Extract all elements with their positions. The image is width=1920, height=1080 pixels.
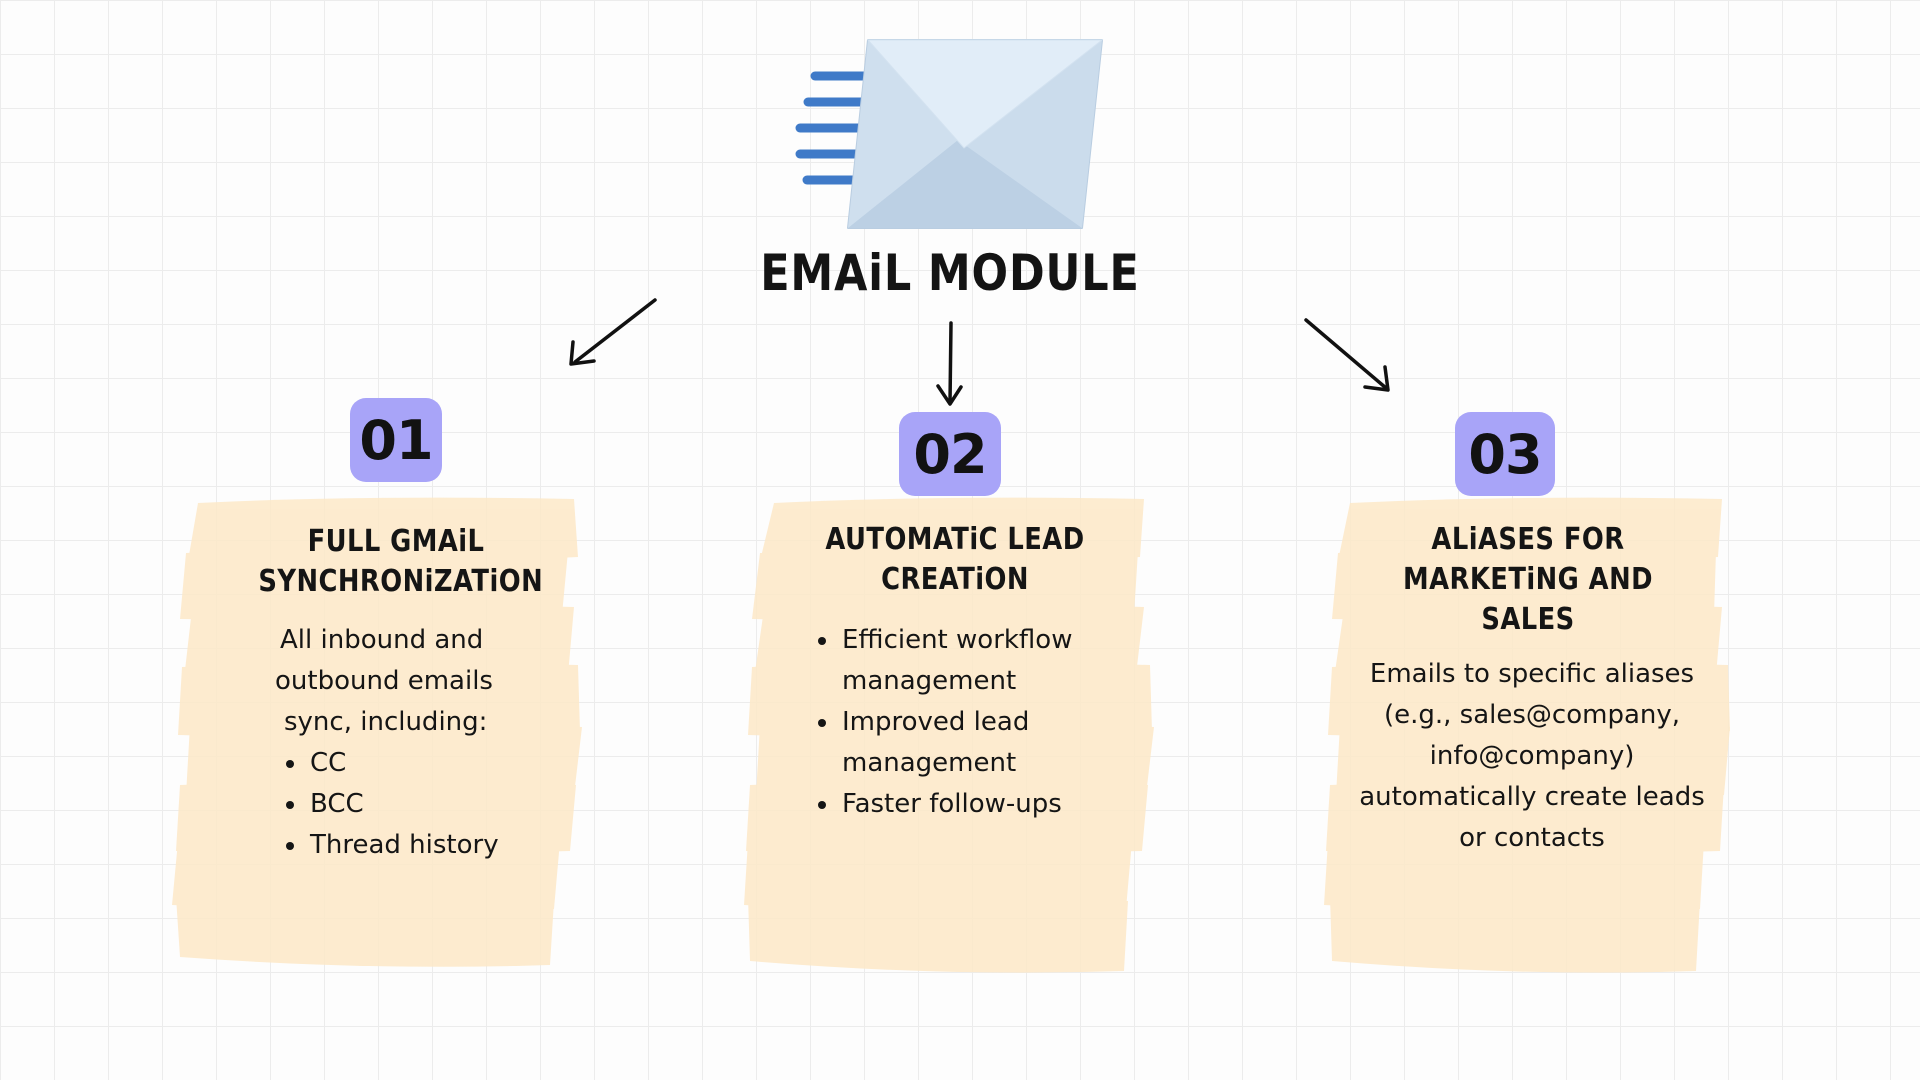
card-body-01: All inbound and outbound emails sync, in… [272, 620, 572, 866]
card-heading-02: AUTOMATiC LEAD CREATiON [813, 520, 1097, 600]
body-line: (e.g., sales@company, [1383, 700, 1681, 730]
heading-line: ALiASES FOR [1431, 522, 1625, 557]
arrow-icon [936, 321, 963, 406]
step-badge-02: 02 [899, 412, 1001, 496]
step-badge-01: 01 [350, 398, 442, 482]
body-line: outbound emails [275, 666, 493, 696]
body-line: info@company) [1429, 741, 1635, 771]
heading-line: SALES [1481, 602, 1575, 637]
body-line: sync, including: [284, 707, 488, 737]
envelope-icon [795, 39, 1104, 229]
card-heading-01: FULL GMAiL SYNCHRONiZATiON [258, 522, 544, 602]
heading-line: SYNCHRONiZATiON [258, 564, 544, 599]
heading-line: FULL GMAiL [307, 524, 485, 559]
arrow-icon [1304, 318, 1390, 392]
card-body-02: Efficient workflow management Improved l… [814, 620, 1124, 825]
body-line: automatically create leads [1359, 782, 1705, 812]
card-heading-03: ALiASES FOR MARKETiNG AND SALES [1390, 520, 1665, 640]
bullet-list: Efficient workflow management Improved l… [814, 620, 1124, 825]
step-badge-03: 03 [1455, 412, 1555, 496]
highlight-background [744, 497, 1154, 973]
list-item: Faster follow-ups [814, 784, 1124, 825]
card-body-03: Emails to specific aliases (e.g., sales@… [1330, 654, 1734, 859]
arrow-icon [569, 298, 657, 366]
highlight-background [172, 497, 582, 967]
body-line: or contacts [1459, 823, 1605, 853]
highlight-background [1324, 497, 1730, 973]
bullet-list: CC BCC Thread history [272, 743, 572, 866]
heading-line: CREATiON [881, 562, 1029, 597]
heading-line: MARKETiNG AND [1403, 562, 1653, 597]
list-item: Improved lead management [814, 702, 1042, 784]
body-line: All inbound and [280, 625, 484, 655]
list-item: BCC [282, 784, 572, 825]
list-item: Efficient workflow management [814, 620, 1102, 702]
heading-line: AUTOMATiC LEAD [825, 522, 1085, 557]
body-line: Emails to specific aliases [1369, 659, 1695, 689]
page-title: EMAiL MODULE [760, 244, 1140, 302]
list-item: Thread history [282, 825, 572, 866]
list-item: CC [282, 743, 572, 784]
